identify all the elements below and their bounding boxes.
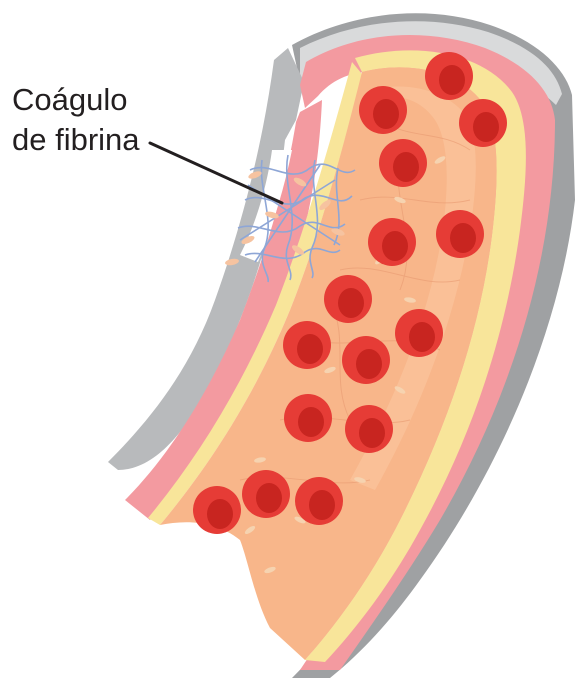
red-blood-cell bbox=[193, 486, 241, 534]
red-blood-cell bbox=[242, 470, 290, 518]
clot-label-line-2: de fibrina bbox=[12, 122, 140, 157]
red-blood-cell bbox=[395, 309, 443, 357]
red-blood-cell bbox=[368, 218, 416, 266]
red-blood-cell bbox=[345, 405, 393, 453]
red-blood-cell bbox=[436, 210, 484, 258]
clot-label: Coágulo de fibrina bbox=[12, 82, 140, 157]
red-blood-cell bbox=[324, 275, 372, 323]
clot-label-line-1: Coágulo bbox=[12, 82, 127, 117]
red-blood-cell bbox=[459, 99, 507, 147]
red-blood-cell bbox=[342, 336, 390, 384]
red-blood-cell bbox=[284, 394, 332, 442]
red-blood-cell bbox=[425, 52, 473, 100]
red-blood-cell bbox=[283, 321, 331, 369]
red-blood-cell bbox=[359, 86, 407, 134]
red-blood-cell bbox=[379, 139, 427, 187]
red-blood-cell bbox=[295, 477, 343, 525]
